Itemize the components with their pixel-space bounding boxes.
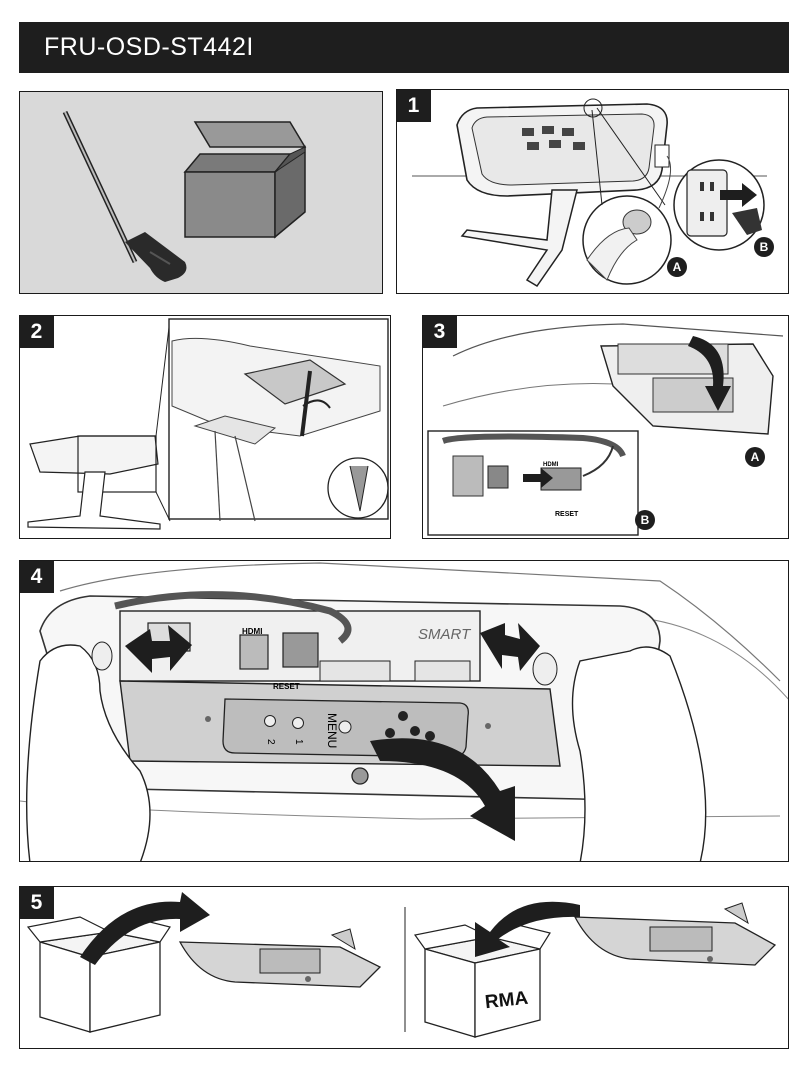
hdmi-label: HDMI <box>242 627 262 636</box>
step-number: 2 <box>20 316 54 348</box>
step-number: 1 <box>397 90 431 122</box>
step-number: 4 <box>20 561 54 593</box>
step-1-panel: 1 <box>396 89 789 294</box>
callout-b: B <box>635 510 655 530</box>
step-3-panel: 3 RESET HDMI A B <box>422 315 789 539</box>
button-1-label: 1 <box>293 739 304 745</box>
step-number: 3 <box>423 316 457 348</box>
screwdriver-icon <box>300 370 331 437</box>
unplug-arrow-icon <box>720 183 757 207</box>
smart-logo: SMART <box>418 626 472 643</box>
step-2-illustration <box>27 318 389 530</box>
step-2-panel: 2 <box>19 315 391 539</box>
tools-illustration <box>62 110 307 282</box>
reset-label: RESET <box>555 511 579 518</box>
callout-a: A <box>667 257 687 277</box>
step-4-panel: 4 2 1 MENU HDMI RESET SMART <box>19 560 789 862</box>
step-number: 5 <box>20 887 54 919</box>
power-button-icon <box>586 209 652 281</box>
title-bar: FRU-OSD-ST442I <box>19 22 789 73</box>
toolbox-icon <box>183 121 307 239</box>
hdmi-label: HDMI <box>543 462 559 468</box>
table-icon <box>456 103 668 288</box>
box-icon <box>413 922 551 1038</box>
menu-label: MENU <box>325 713 339 748</box>
step-5-illustration <box>26 892 777 1038</box>
step-4-illustration: 2 1 MENU HDMI RESET SMART <box>20 562 788 861</box>
document-title: FRU-OSD-ST442I <box>44 33 254 61</box>
step-3-illustration: RESET HDMI <box>427 323 784 536</box>
step-1-illustration <box>412 98 767 288</box>
button-2-label: 2 <box>265 739 276 745</box>
callout-a: A <box>745 447 765 467</box>
screwdriver-icon <box>62 110 187 282</box>
step-5-panel: 5 RMA <box>19 886 789 1049</box>
rma-label: RMA <box>483 987 530 1014</box>
reset-label: RESET <box>273 682 300 691</box>
callout-b: B <box>754 237 774 257</box>
tools-panel <box>19 91 383 294</box>
power-outlet-icon <box>686 169 762 237</box>
